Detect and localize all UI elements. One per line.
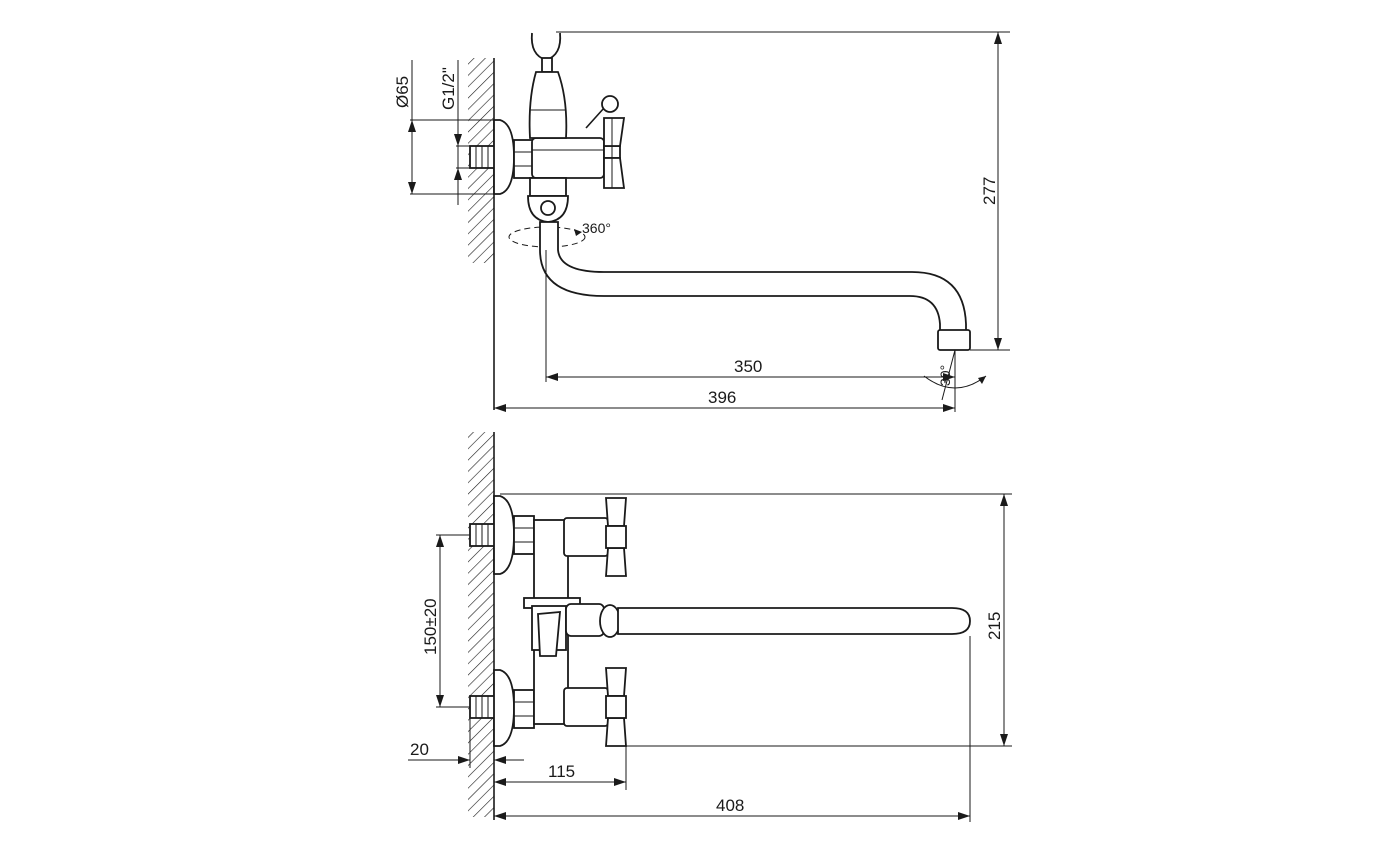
dim-diameter: Ø65 [393, 60, 494, 195]
dim-top-height: 215 [500, 493, 1012, 747]
dim-offset-label: 20 [410, 740, 429, 759]
dim-handle-depth-label: 115 [548, 762, 575, 781]
dim-side-length: 396 [494, 388, 955, 412]
side-diverter [527, 177, 569, 223]
dim-center-distance-label: 150±20 [421, 598, 440, 655]
dim-side-height-label: 277 [980, 177, 999, 205]
dim-diameter-label: Ø65 [393, 76, 412, 108]
side-handle [585, 95, 626, 189]
side-shower-holder [528, 32, 568, 139]
dim-top-length-label: 408 [716, 796, 744, 815]
dim-thread: G1/2" [439, 60, 470, 205]
side-view: 360° 30° Ø65 G1/2" [393, 31, 1010, 412]
dim-top-length: 408 [494, 636, 971, 822]
dim-handle-depth: 115 [494, 746, 627, 790]
side-escutcheon [493, 119, 515, 195]
top-handle-upper [563, 497, 627, 577]
side-aerator-angle: 30° [923, 349, 987, 412]
side-hex-nut [513, 139, 535, 179]
top-spout [617, 607, 971, 635]
top-handle-lower [563, 667, 627, 747]
side-mixer-body [531, 137, 605, 179]
top-inlet-upper [469, 495, 535, 575]
dim-thread-label: G1/2" [439, 67, 458, 110]
top-view: 150±20 20 115 408 [408, 432, 1012, 822]
side-aerator [937, 329, 971, 351]
side-spout [539, 221, 967, 337]
top-diverter [523, 597, 621, 657]
dim-offset: 20 [408, 718, 524, 768]
dim-side-length-label: 396 [708, 388, 736, 407]
dim-center-distance: 150±20 [421, 534, 470, 708]
dim-side-height: 277 [556, 31, 1010, 351]
dim-spout-reach: 350 [545, 250, 955, 382]
top-wall-hatch [468, 432, 494, 817]
side-rotation-label: 360° [582, 220, 611, 236]
dim-top-height-label: 215 [985, 612, 1004, 640]
dim-spout-reach-label: 350 [734, 357, 762, 376]
